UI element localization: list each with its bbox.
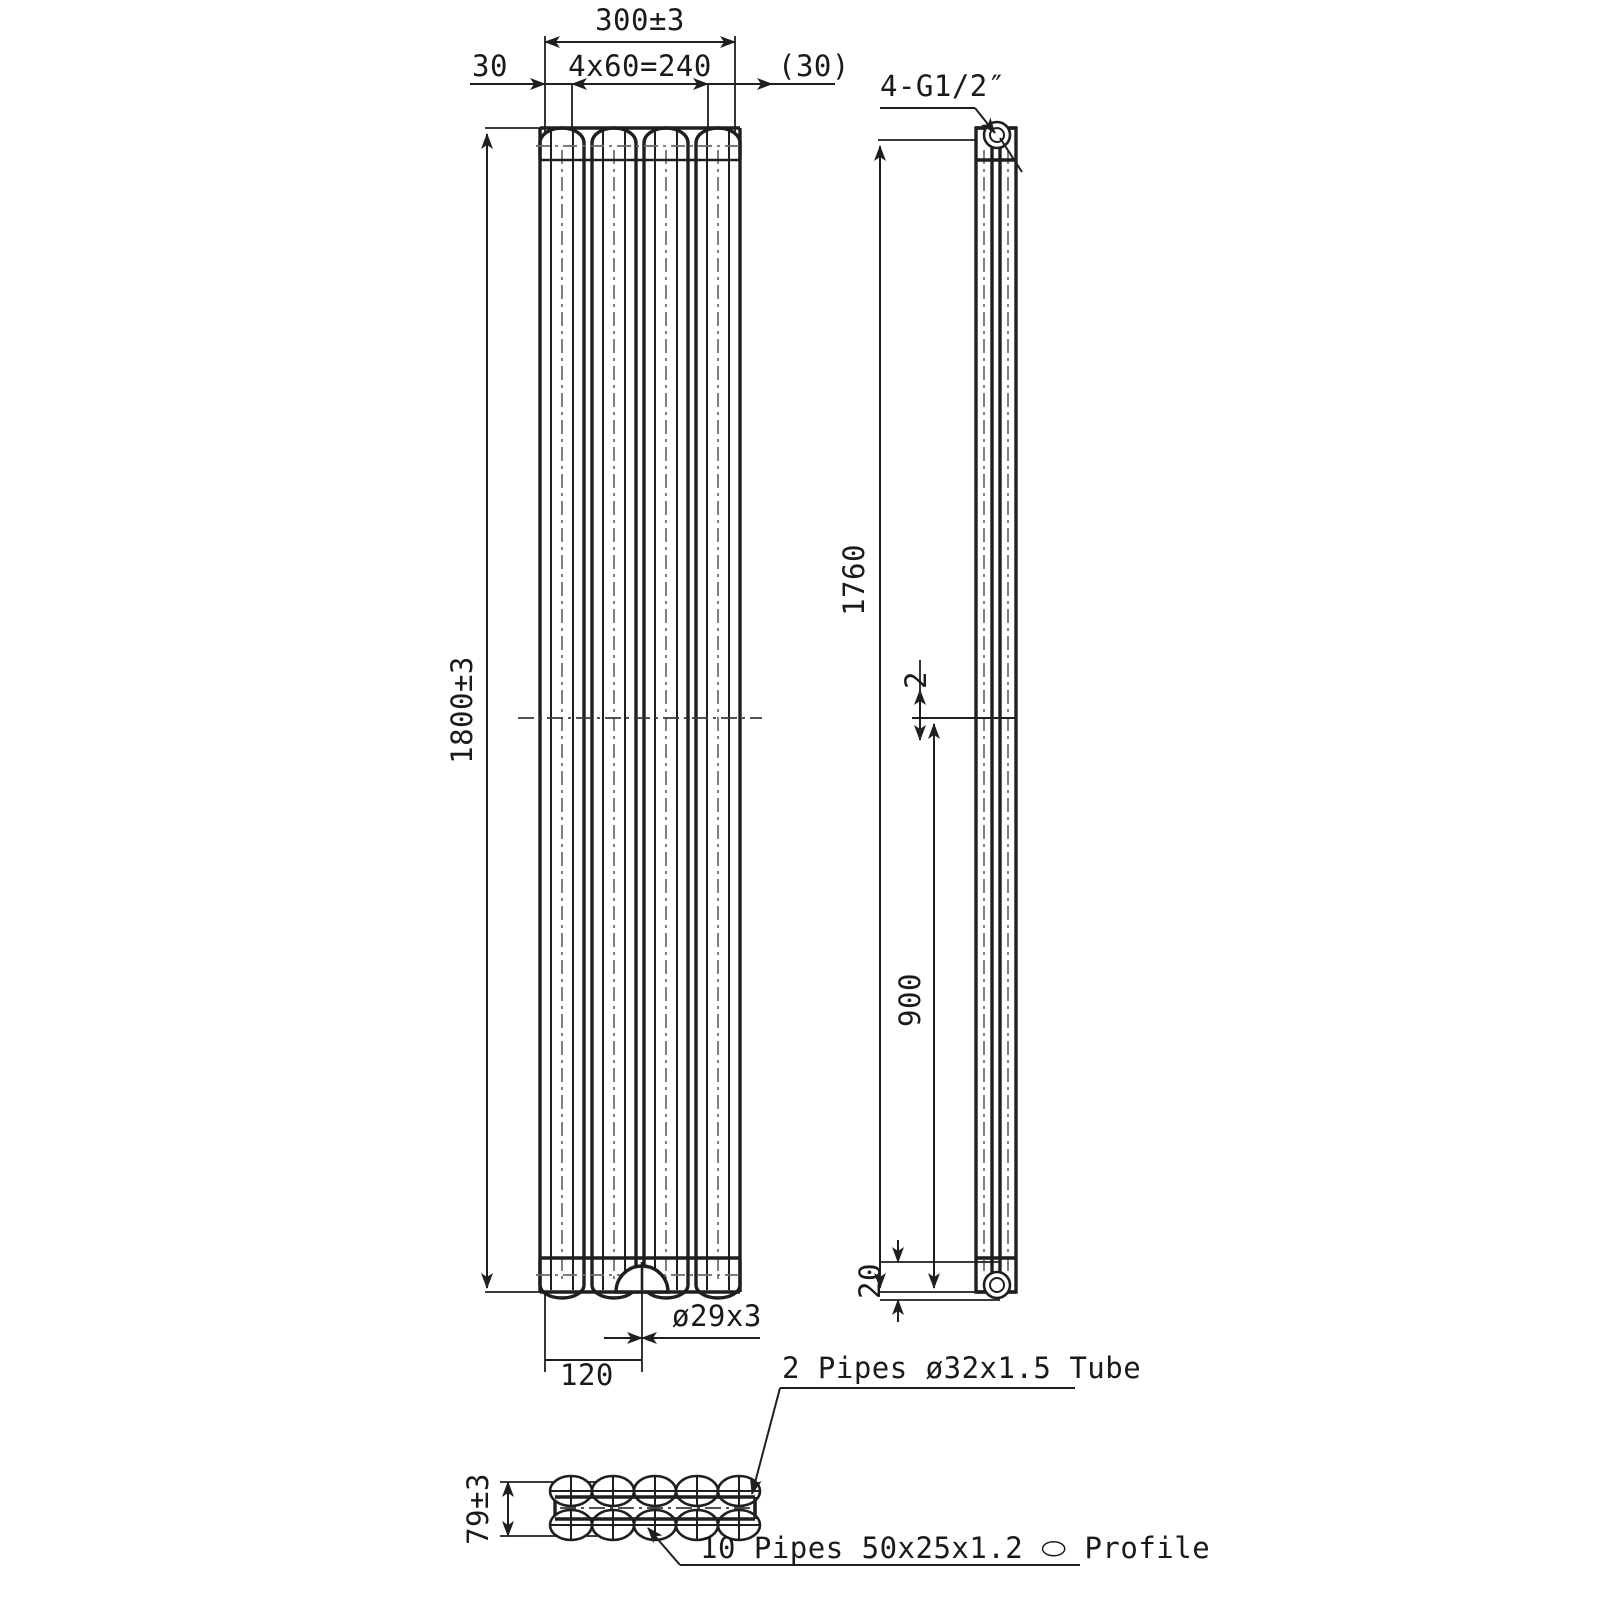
section-view-group: 79±3 — [461, 1351, 1210, 1566]
label-overall-width: 300±3 — [595, 3, 685, 37]
dim-overall-width: 300±3 — [544, 3, 736, 135]
side-body — [974, 126, 1018, 1294]
label-connection-offset: 120 — [560, 1358, 614, 1392]
label-mid-900: 900 — [893, 973, 927, 1027]
dim-overall-height: 1800±3 — [445, 127, 545, 1293]
label-left-margin: 30 — [472, 49, 508, 83]
column-3 — [642, 126, 690, 1300]
column-1 — [538, 126, 586, 1300]
label-right-margin: (30) — [778, 49, 850, 83]
port-bottom — [982, 1270, 1012, 1300]
label-pitch-chain: 4x60=240 — [568, 49, 712, 83]
label-bottom-20: 20 — [853, 1263, 887, 1299]
dim-bottom-20: 20 — [853, 1240, 1000, 1322]
front-view-group: 300±3 30 4x60=240 (30) 1800±3 — [445, 3, 850, 1392]
callout-tube-note: 2 Pipes ø32x1.5 Tube — [750, 1351, 1141, 1495]
radiator-columns — [518, 126, 762, 1300]
dim-mid-900: 900 — [893, 723, 940, 1289]
label-connection-diameter: ø29x3 — [672, 1299, 762, 1333]
dim-wall-thickness: 2 — [899, 660, 1016, 741]
label-depth-79: 79±3 — [461, 1473, 495, 1545]
callout-port-thread: 4-G1/2″ — [880, 69, 1023, 173]
port-top — [982, 120, 1012, 150]
label-overall-height: 1800±3 — [445, 656, 479, 764]
section-ellipses-top — [548, 1474, 762, 1508]
label-tube-note: 2 Pipes ø32x1.5 Tube — [782, 1351, 1141, 1385]
column-4 — [694, 126, 742, 1300]
side-view-group: 4-G1/2″ 1760 2 900 20 — [837, 69, 1023, 1322]
callout-profile-note: 10 Pipes 50x25x1.2 ⬭ Profile — [647, 1527, 1210, 1566]
dim-pitch-row: 30 4x60=240 (30) — [470, 49, 850, 138]
label-profile-note: 10 Pipes 50x25x1.2 ⬭ Profile — [700, 1531, 1210, 1565]
column-2 — [590, 126, 638, 1300]
label-port-thread: 4-G1/2″ — [880, 69, 1006, 103]
label-height-1760: 1760 — [837, 544, 871, 616]
dim-height-1760: 1760 — [837, 139, 976, 1293]
label-wall-thickness: 2 — [899, 671, 933, 689]
dim-connection: ø29x3 120 — [544, 1292, 762, 1392]
dim-depth-79: 79±3 — [461, 1473, 620, 1545]
